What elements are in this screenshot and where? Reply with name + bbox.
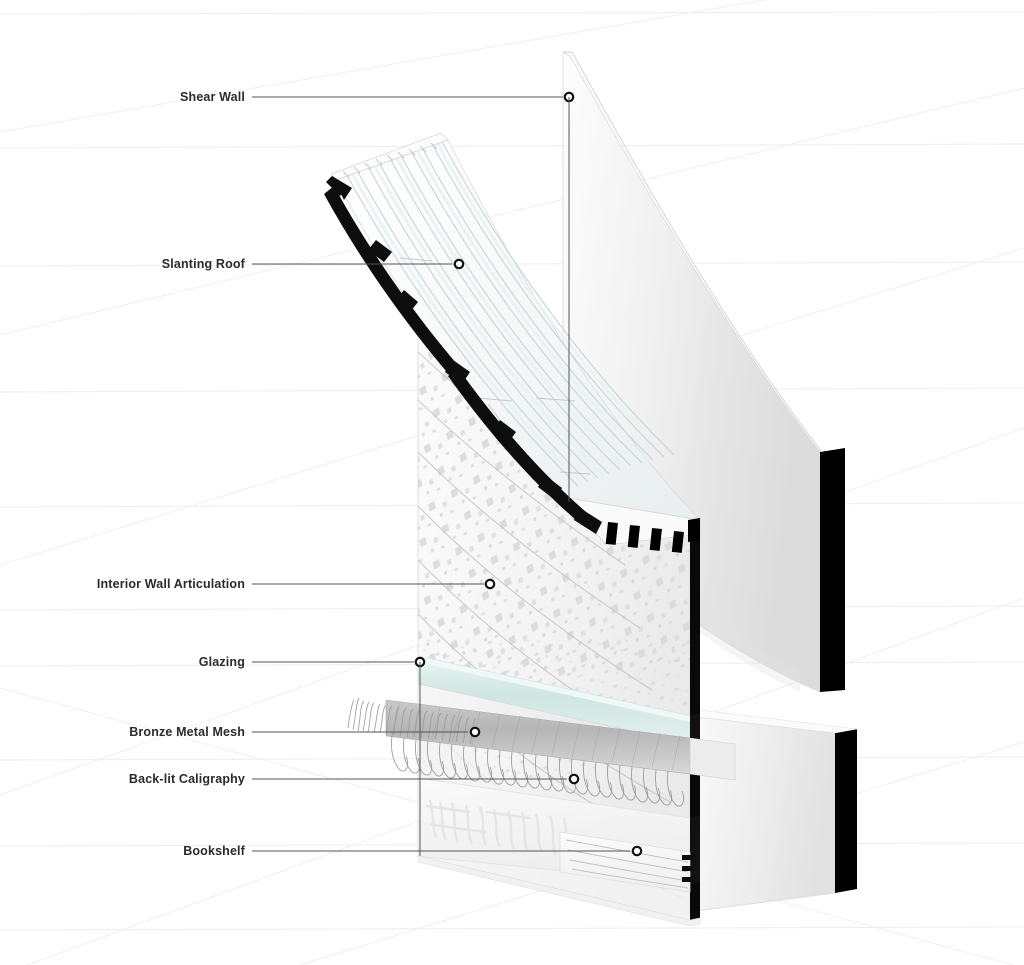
label-slanting-roof: Slanting Roof	[161, 256, 245, 271]
wall-base-slab	[417, 855, 701, 927]
leader-dot-bookshelf[interactable]	[631, 845, 643, 857]
label-bronze-metal-mesh: Bronze Metal Mesh	[129, 724, 245, 739]
bookshelf-end-caps	[682, 855, 694, 882]
bookshelf	[559, 831, 694, 893]
leader-dot-back-lit-caligraphy[interactable]	[568, 773, 580, 785]
label-glazing: Glazing	[198, 654, 245, 669]
label-bookshelf: Bookshelf	[183, 843, 245, 858]
leader-lines-group	[252, 91, 643, 857]
mesh-strand-fringe	[347, 697, 477, 745]
label-shear-wall: Shear Wall	[180, 89, 245, 104]
leader-dot-bronze-metal-mesh[interactable]	[469, 726, 481, 738]
bookshelf-shelf-lines	[565, 839, 689, 889]
label-interior-wall-articulation: Interior Wall Articulation	[96, 576, 245, 591]
leader-dot-slanting-roof[interactable]	[453, 258, 465, 270]
roof-edge-arrow-markers	[324, 176, 602, 534]
roof-eave-shadow-blocks	[605, 522, 684, 553]
label-back-lit-caligraphy: Back-lit Caligraphy	[128, 771, 245, 786]
leader-dot-interior-wall-articulation[interactable]	[484, 578, 496, 590]
caligraphy-ghost-strokes	[425, 799, 572, 857]
